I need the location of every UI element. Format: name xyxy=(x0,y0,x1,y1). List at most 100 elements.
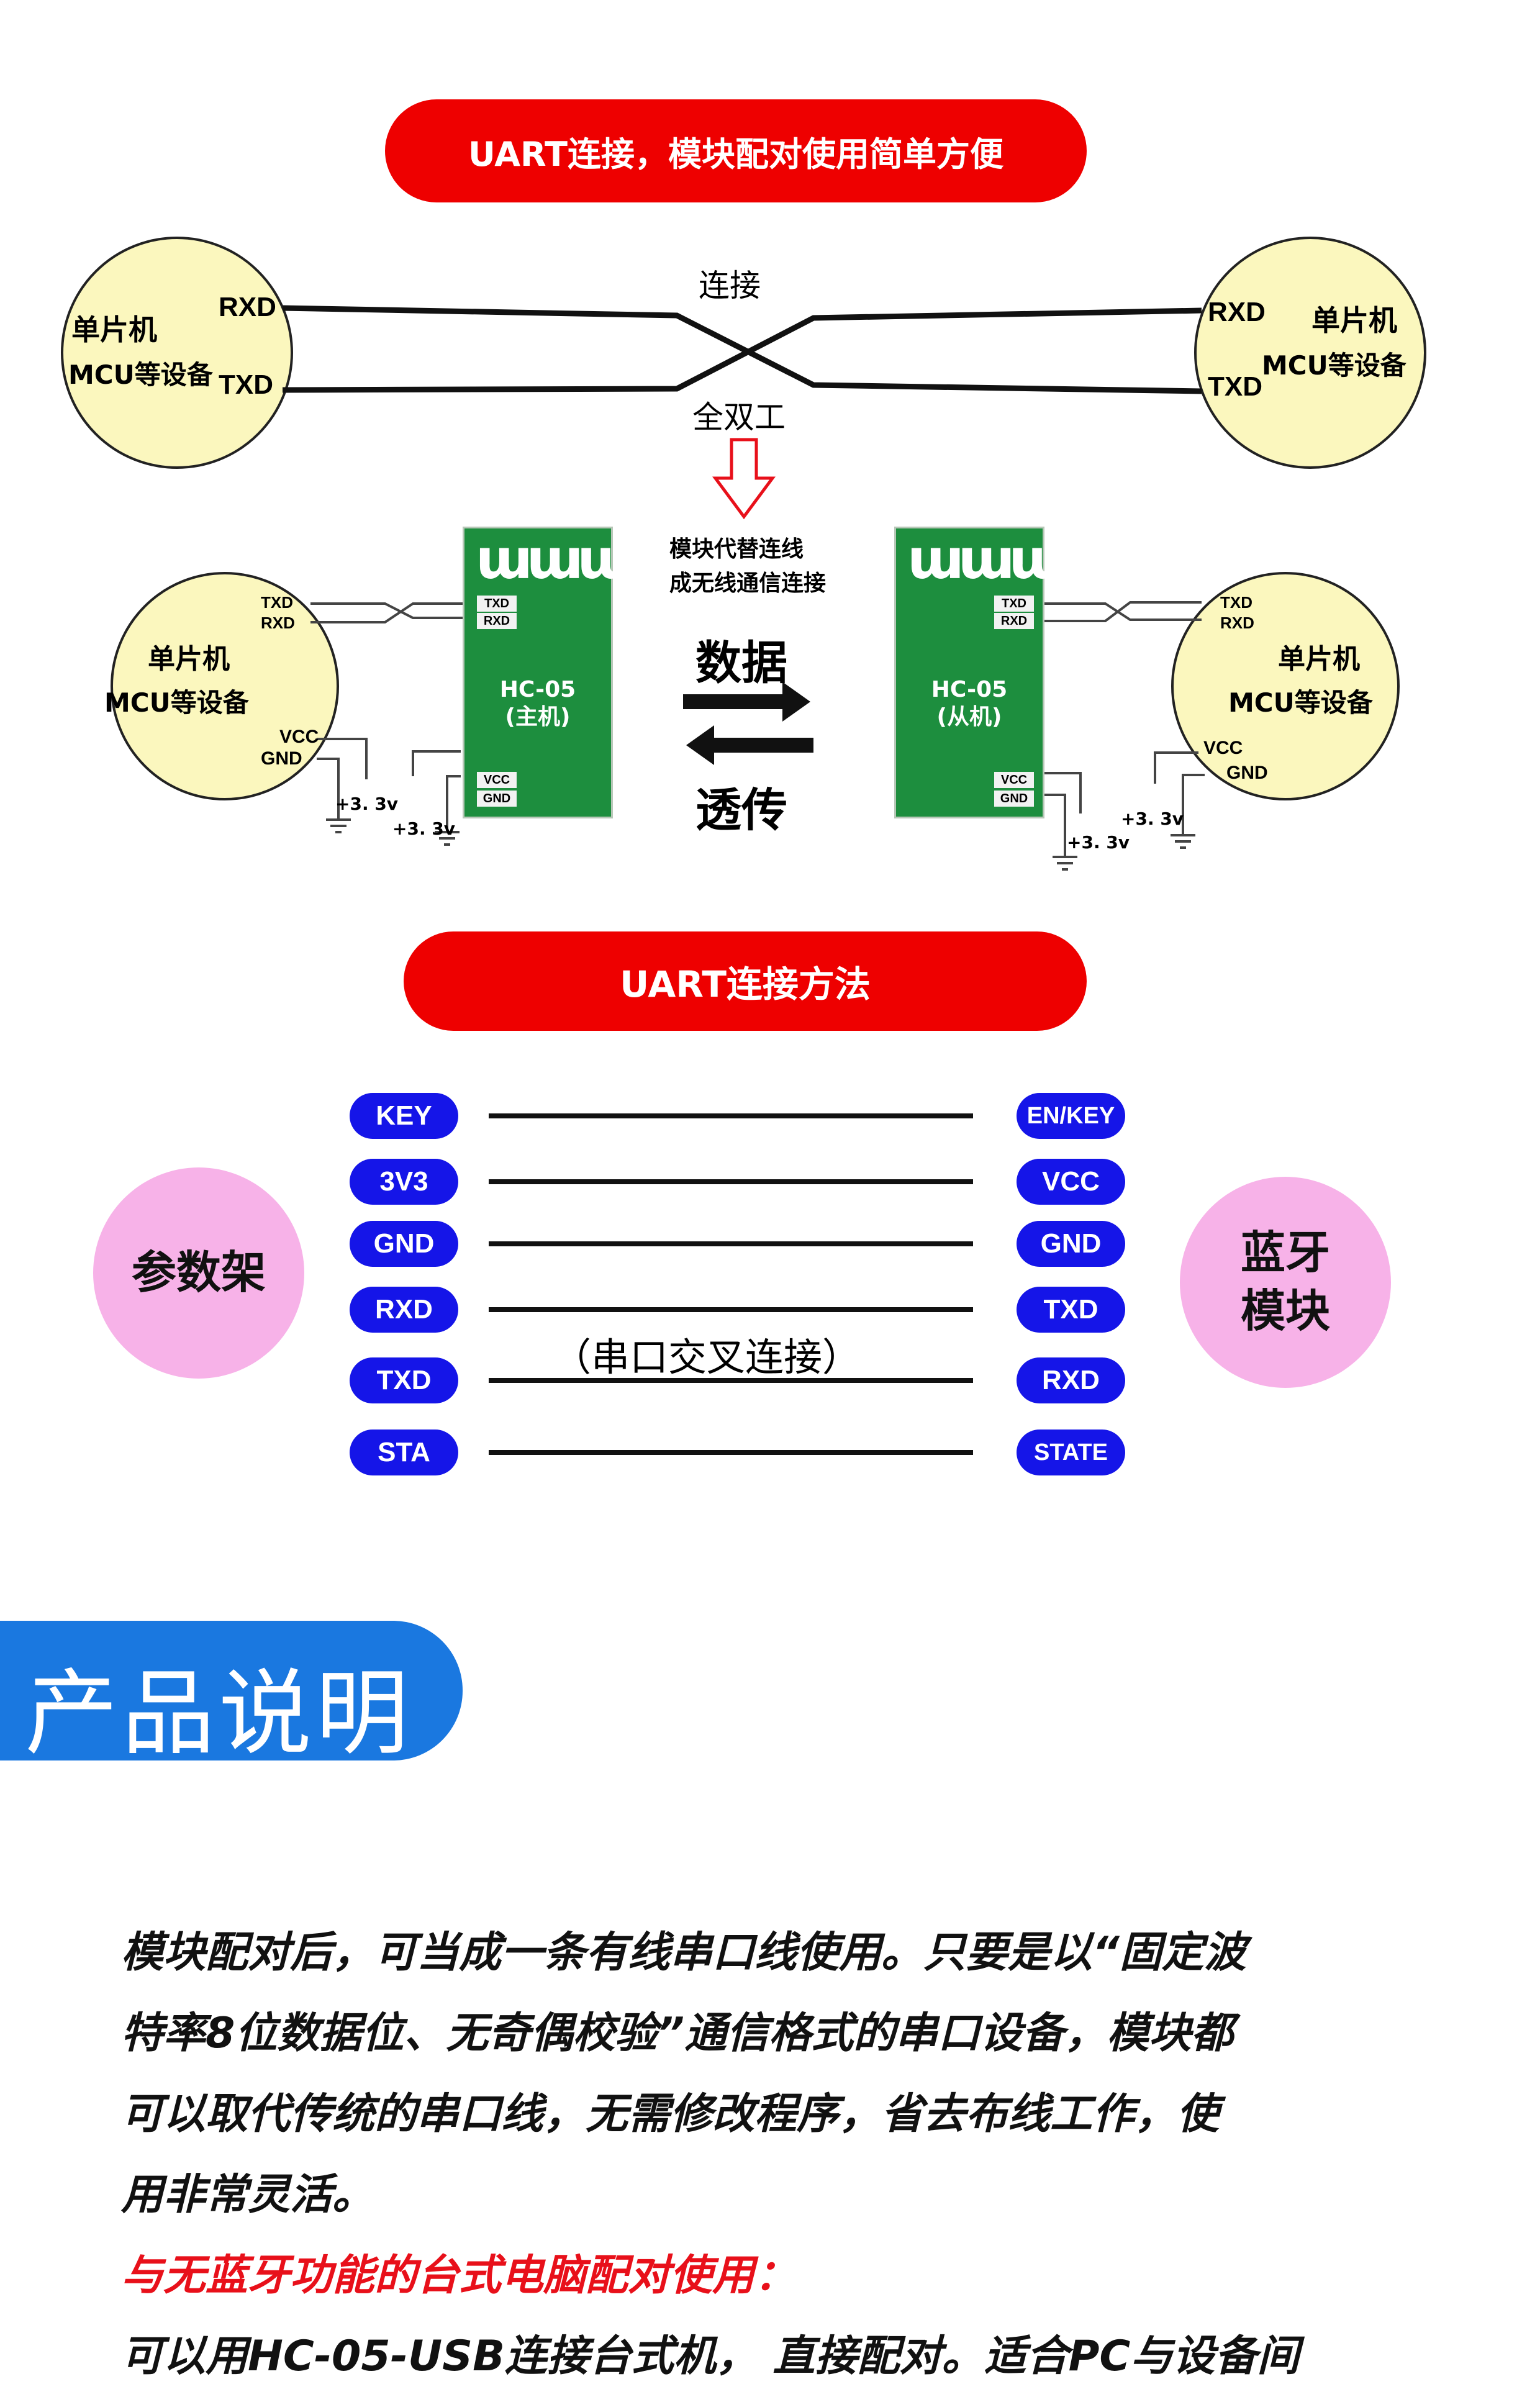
slave-gnd-pin: GND xyxy=(994,791,1034,807)
cross-connection-note: （串口交叉连接） xyxy=(553,1334,861,1380)
hc05-slave-module: ɯɯɯ TXD RXD HC-05 (从机) VCC GND xyxy=(894,527,1066,818)
left-mcu-subtitle: MCU等设备 xyxy=(68,360,213,390)
connection-line xyxy=(489,1113,973,1118)
connect-label: 连接 xyxy=(699,268,761,304)
pin-rxd-right: RXD xyxy=(1017,1357,1125,1403)
data-label: 数据 xyxy=(695,637,787,690)
right-rxd-label: RXD xyxy=(1208,297,1266,327)
right-wireless-txd: TXD xyxy=(1220,593,1252,612)
connection-line xyxy=(489,1450,973,1455)
left-vcc-wire xyxy=(317,738,368,779)
master-gnd-pin: GND xyxy=(477,791,517,807)
left-wireless-rxd: RXD xyxy=(261,614,295,632)
pin-txd-left: TXD xyxy=(350,1357,458,1403)
parameter-rack-label: 参数架 xyxy=(131,1246,266,1299)
master-vcc-wire xyxy=(412,750,461,776)
description-line-1: 模块配对后，可当成一条有线串口线使用。只要是以“固定波 xyxy=(121,1928,1246,1977)
left-arrow-icon xyxy=(686,725,813,765)
uart-method-banner: UART连接方法 xyxy=(404,931,1087,1031)
description-line-2: 特率8位数据位、无奇偶校验”通信格式的串口设备，模块都 xyxy=(121,2009,1234,2058)
desktop-pairing-heading: 与无蓝牙功能的台式电脑配对使用： xyxy=(121,2251,797,2300)
ground-icon xyxy=(326,818,351,833)
right-wireless-vcc: VCC xyxy=(1203,738,1243,758)
left-wireless-vcc: VCC xyxy=(279,727,319,747)
right-gnd-wire xyxy=(1182,774,1205,835)
left-wireless-gnd: GND xyxy=(261,748,302,769)
right-txd-wire xyxy=(1043,602,1202,621)
parameter-rack-circle: 参数架 xyxy=(93,1167,304,1379)
replace-note-line2: 成无线通信连接 xyxy=(669,571,827,596)
connection-line xyxy=(489,1179,973,1184)
right-txd-label: TXD xyxy=(1208,371,1262,402)
pin-gnd-left: GND xyxy=(350,1221,458,1267)
section-title: 产品说明 xyxy=(25,1660,413,1768)
right-mcu-subtitle: MCU等设备 xyxy=(1262,350,1406,381)
down-arrow-icon xyxy=(712,438,776,520)
full-duplex-label: 全双工 xyxy=(692,399,786,435)
pin-key: KEY xyxy=(350,1093,458,1139)
left-mcu-circle xyxy=(61,237,293,469)
right-voltage-label: +3. 3v xyxy=(1121,809,1184,829)
master-vcc-pin: VCC xyxy=(477,772,517,788)
master-gnd-wire xyxy=(446,775,461,832)
right-arrow-icon xyxy=(683,682,810,722)
left-txd-wire xyxy=(310,602,472,619)
connection-line xyxy=(489,1307,973,1312)
slave-vcc-pin: VCC xyxy=(994,772,1034,788)
slave-role: (从机) xyxy=(936,704,1002,730)
hc05-master-module: ɯɯɯ TXD RXD HC-05 (主机) VCC GND xyxy=(463,527,634,818)
right-wireless-rxd: RXD xyxy=(1220,614,1254,632)
rxd-cross-line xyxy=(282,305,1202,394)
txd-cross-line xyxy=(282,307,1202,393)
right-wireless-mcu-subtitle: MCU等设备 xyxy=(1228,687,1373,718)
bluetooth-module-label-line1: 蓝牙 xyxy=(1240,1226,1330,1279)
left-mcu-title: 单片机 xyxy=(71,313,157,347)
left-rxd-label: RXD xyxy=(219,292,276,322)
pin-gnd-right: GND xyxy=(1017,1221,1125,1267)
left-wireless-mcu-title: 单片机 xyxy=(148,643,230,675)
description-line-5: 可以用HC-05-USB连接台式机， 直接配对。适合PC与设备间 xyxy=(121,2332,1300,2381)
ground-icon xyxy=(1053,856,1077,871)
left-voltage-label: +3. 3v xyxy=(335,794,399,814)
left-wireless-mcu-subtitle: MCU等设备 xyxy=(104,687,249,718)
pin-vcc: VCC xyxy=(1017,1159,1125,1205)
right-wireless-mcu-title: 单片机 xyxy=(1278,643,1360,675)
description-line-3: 可以取代传统的串口线，无需修改程序，省去布线工作，使 xyxy=(121,2090,1220,2139)
ground-icon xyxy=(1171,834,1195,849)
right-wireless-mcu-circle xyxy=(1171,572,1400,800)
pin-state: STATE xyxy=(1017,1430,1125,1475)
left-rxd-wire xyxy=(310,602,472,623)
pin-sta: STA xyxy=(350,1430,458,1475)
left-txd-label: TXD xyxy=(219,369,273,400)
right-mcu-circle xyxy=(1194,237,1426,469)
ground-icon xyxy=(435,831,460,846)
connection-line xyxy=(489,1378,973,1383)
pin-rxd-left: RXD xyxy=(350,1287,458,1333)
bluetooth-module-circle: 蓝牙 模块 xyxy=(1180,1177,1391,1388)
left-wireless-mcu-circle xyxy=(111,572,339,800)
bluetooth-module-label-line2: 模块 xyxy=(1240,1285,1330,1337)
pin-txd-right: TXD xyxy=(1017,1287,1125,1333)
antenna-icon: ɯɯɯ xyxy=(476,527,634,591)
left-gnd-wire xyxy=(317,758,340,820)
slave-rxd-pin: RXD xyxy=(994,613,1034,629)
transfer-label: 透传 xyxy=(695,784,787,837)
slave-vcc-wire xyxy=(1043,772,1082,813)
pin-3v3: 3V3 xyxy=(350,1159,458,1205)
uart-wiring-diagram xyxy=(61,237,1426,871)
uart-connection-banner: UART连接，模块配对使用简单方便 xyxy=(385,99,1087,202)
left-wireless-txd: TXD xyxy=(261,593,293,612)
antenna-icon: ɯɯɯ xyxy=(907,527,1066,591)
right-wireless-gnd: GND xyxy=(1226,763,1268,783)
master-name: HC-05 xyxy=(499,677,576,702)
slave-txd-pin: TXD xyxy=(994,596,1034,612)
master-voltage-label: +3. 3v xyxy=(392,818,456,839)
master-txd-pin: TXD xyxy=(477,596,517,612)
slave-gnd-wire xyxy=(1043,794,1066,857)
master-role: (主机) xyxy=(505,704,571,730)
right-mcu-title: 单片机 xyxy=(1311,304,1397,337)
pin-en-key: EN/KEY xyxy=(1017,1093,1125,1139)
slave-name: HC-05 xyxy=(931,677,1008,702)
right-rxd-wire xyxy=(1043,601,1202,622)
right-vcc-wire xyxy=(1154,751,1198,784)
